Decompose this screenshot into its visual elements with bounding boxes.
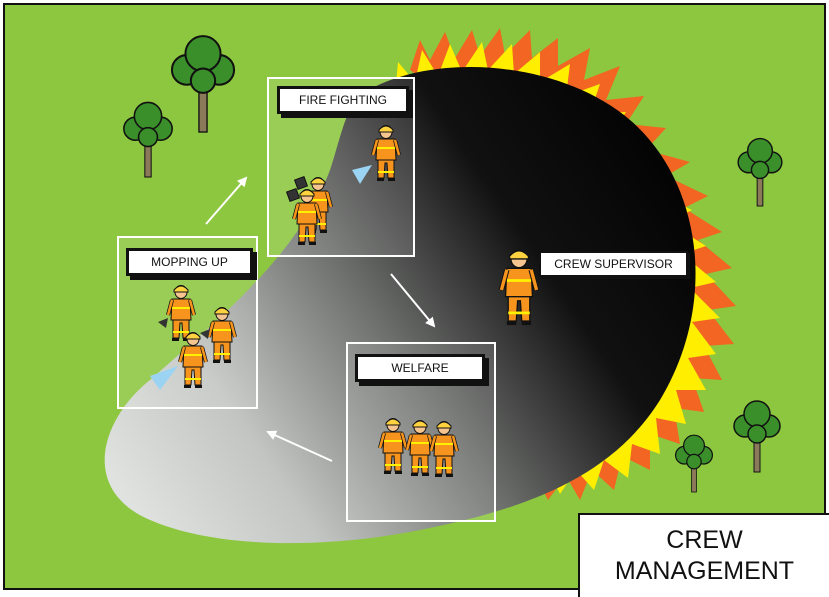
water-spray-icon (150, 366, 178, 390)
fire-fighting-label: FIRE FIGHTING (277, 86, 409, 114)
burnt-area (104, 67, 696, 544)
mopping-up-label: MOPPING UP (126, 248, 253, 276)
arrow-icon (266, 430, 333, 462)
rake-tool-icon (293, 175, 309, 191)
crew-supervisor-label: CREW SUPERVISOR (539, 251, 688, 277)
title-line-2: MANAGEMENT (614, 557, 795, 585)
arrow-icon (205, 176, 248, 225)
title-line-1: CREW (666, 526, 743, 554)
cycle-arrows (205, 176, 436, 462)
arrow-icon (390, 273, 436, 328)
diagram-title: CREW MANAGEMENT (578, 513, 829, 597)
welfare-label: WELFARE (355, 354, 485, 382)
tool-icon (158, 318, 168, 328)
water-spray-icon (352, 165, 372, 184)
tool-icon (200, 329, 210, 339)
rake-tool-icon (285, 187, 301, 203)
